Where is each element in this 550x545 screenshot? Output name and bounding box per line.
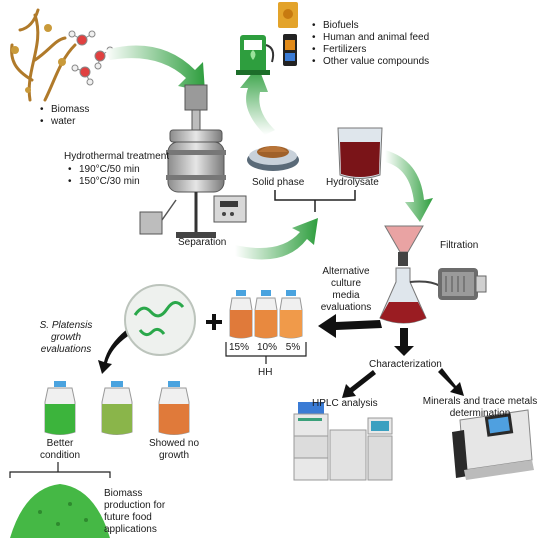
reactor-icon bbox=[139, 84, 247, 238]
arrow-to-filtration bbox=[385, 150, 433, 222]
no-growth-label: Showed no growth bbox=[148, 438, 200, 461]
arrow-to-media bbox=[318, 314, 382, 338]
biomass-bracket bbox=[9, 462, 111, 478]
hh-label: HH bbox=[258, 367, 273, 378]
arrow-to-reactor bbox=[105, 45, 205, 92]
arrow-down-characterization bbox=[394, 328, 414, 356]
condition-item: 150°C/30 min bbox=[68, 176, 140, 188]
mineral-analyzer-icon bbox=[452, 409, 534, 480]
biomass-pile-icon bbox=[10, 484, 110, 538]
percent-label: 15% bbox=[228, 342, 249, 353]
light-green-culture-bottle-icon bbox=[101, 381, 133, 435]
product-item: Biofuels bbox=[312, 20, 429, 32]
solid-phase-label: Solid phase bbox=[252, 177, 305, 188]
arrow-to-hplc bbox=[342, 370, 376, 398]
water-molecules-icon bbox=[68, 30, 114, 86]
product-item: Other value compounds bbox=[312, 56, 429, 68]
arrow-to-products bbox=[240, 66, 275, 135]
input-item: water bbox=[40, 116, 89, 128]
percent-label: 10% bbox=[256, 342, 277, 353]
product-item: Fertilizers bbox=[312, 44, 429, 56]
biomass-production-label: Biomass production for future food appli… bbox=[104, 488, 166, 535]
percent-label: 5% bbox=[285, 342, 301, 353]
characterization-label: Characterization bbox=[369, 359, 442, 370]
plus-icon bbox=[206, 314, 222, 330]
treatment-conditions: 190°C/50 min 150°C/30 min bbox=[68, 164, 140, 188]
minerals-label: Minerals and trace metals determination bbox=[422, 396, 538, 419]
petri-dish-icon bbox=[124, 284, 196, 356]
treatment-title: Hydrothermal treatment bbox=[64, 151, 170, 162]
products-list: Biofuels Human and animal feed Fertilize… bbox=[312, 20, 429, 68]
hplc-label: HPLC analysis bbox=[312, 398, 378, 409]
feed-products-icon bbox=[278, 2, 298, 66]
phase-bracket bbox=[274, 190, 356, 212]
orange-culture-bottle-icon bbox=[158, 381, 190, 435]
hydrolysate-label: Hydrolysate bbox=[326, 177, 379, 188]
growth-eval-label: S. Platensis growth evaluations bbox=[39, 320, 93, 355]
condition-item: 190°C/50 min bbox=[68, 164, 140, 176]
separation-label: Separation bbox=[178, 237, 227, 248]
fuel-pump-icon bbox=[236, 35, 275, 75]
arrow-separation bbox=[235, 218, 318, 260]
product-item: Human and animal feed bbox=[312, 32, 429, 44]
filtration-flask-icon bbox=[379, 225, 441, 324]
inputs-list: Biomass water bbox=[40, 104, 89, 128]
filtration-label: Filtration bbox=[440, 240, 479, 251]
media-bottles-icon bbox=[229, 290, 303, 339]
vacuum-pump-icon bbox=[438, 268, 487, 300]
arrow-down-growth bbox=[98, 330, 128, 374]
better-condition-label: Better condition bbox=[39, 438, 81, 461]
hh-bracket bbox=[225, 342, 307, 364]
seaweed-icon bbox=[10, 8, 77, 102]
media-eval-label: Alternative culture media evaluations bbox=[320, 266, 372, 313]
hplc-instrument-icon bbox=[293, 402, 393, 481]
solid-phase-dish-icon bbox=[247, 146, 299, 171]
arrow-to-minerals bbox=[438, 368, 464, 396]
green-culture-bottle-icon bbox=[44, 381, 76, 435]
input-item: Biomass bbox=[40, 104, 89, 116]
hydrolysate-beaker-icon bbox=[337, 127, 383, 179]
